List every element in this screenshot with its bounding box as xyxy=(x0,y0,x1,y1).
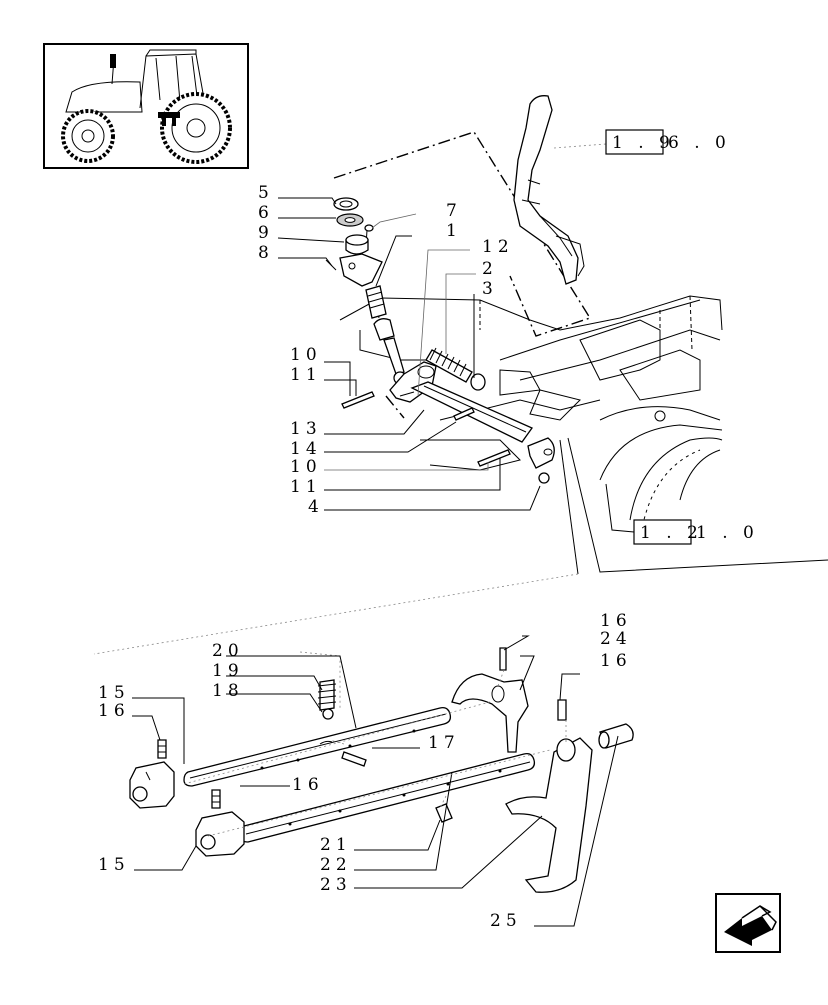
selector-shaft-lower xyxy=(239,752,536,843)
previous-page-arrow-icon[interactable] xyxy=(715,893,781,953)
callout-labels-lower: 16 24 16 20 19 18 15 16 17 16 15 21 22 2… xyxy=(98,611,632,931)
roll-pin-15 xyxy=(157,739,167,759)
selector-arm xyxy=(389,361,437,403)
callout-16-b: 16 xyxy=(600,651,632,671)
callout-18: 18 xyxy=(212,681,244,701)
roll-pin-upper-b xyxy=(453,407,475,421)
roll-pin-upper-c xyxy=(477,449,511,467)
callout-21: 21 xyxy=(320,835,352,855)
callout-16-c: 16 xyxy=(98,701,130,721)
roll-pin-16 xyxy=(211,789,221,809)
callout-3: 3 xyxy=(482,279,498,299)
spring-clip xyxy=(333,197,359,211)
reference-rest-text: 6 . 0 xyxy=(668,133,731,153)
callout-12: 12 xyxy=(482,237,514,257)
gear-lever-shaft xyxy=(365,285,407,385)
detent-ball-21 xyxy=(435,803,453,823)
callout-labels-upper: 5 6 9 8 7 1 12 2 3 10 11 13 14 10 11 4 xyxy=(258,183,514,517)
callout-23: 23 xyxy=(320,875,352,895)
interlock-pin-17 xyxy=(341,751,367,767)
shaft-end-block-lower xyxy=(195,811,245,857)
callout-11-lower: 11 xyxy=(290,477,322,497)
callout-4: 4 xyxy=(308,497,324,517)
callout-5: 5 xyxy=(258,183,274,203)
bushing-sleeve xyxy=(598,723,634,749)
callout-14: 14 xyxy=(290,439,322,459)
shift-fork-25 xyxy=(505,699,593,893)
callout-11-upper: 11 xyxy=(290,365,322,385)
callout-9: 9 xyxy=(258,223,274,243)
callout-2: 2 xyxy=(482,259,498,279)
selector-spring xyxy=(425,347,486,391)
lever-bushing xyxy=(345,234,369,255)
upper-leader-lines xyxy=(93,143,828,655)
callout-10-lower: 10 xyxy=(290,457,322,477)
callout-19: 19 xyxy=(212,661,244,681)
reference-rest-text: 1 . 0 xyxy=(696,523,759,543)
shift-fork-24 xyxy=(451,647,529,753)
lower-leader-lines xyxy=(132,635,619,927)
callout-25: 25 xyxy=(490,911,522,931)
washer xyxy=(336,213,364,227)
callout-10-upper: 10 xyxy=(290,345,322,365)
assembly-boundary-lower xyxy=(385,395,405,419)
selector-shaft-upper xyxy=(183,706,452,787)
callout-24: 24 xyxy=(600,629,632,649)
callout-20: 20 xyxy=(212,641,244,661)
callout-6: 6 xyxy=(258,203,274,223)
callout-16-d: 16 xyxy=(292,775,324,795)
callout-13: 13 xyxy=(290,419,322,439)
callout-22: 22 xyxy=(320,855,352,875)
tractor-thumbnail-icon xyxy=(43,43,249,169)
upper-gear-lever xyxy=(513,95,585,285)
pin-part-7 xyxy=(364,224,374,247)
callout-8: 8 xyxy=(258,243,274,263)
callout-15-a: 15 xyxy=(98,683,130,703)
reference-1-2-1-0[interactable]: 1 . 2 1 . 0 xyxy=(633,519,759,545)
callout-1: 1 xyxy=(446,221,462,241)
reference-boxed-text: 1 . 2 xyxy=(640,523,703,543)
callout-7: 7 xyxy=(446,201,462,221)
callout-16-a: 16 xyxy=(600,611,632,631)
reference-box xyxy=(633,519,692,545)
lever-support-bracket xyxy=(325,253,383,287)
detent-spring xyxy=(317,679,337,720)
shaft-end-block-upper xyxy=(129,761,175,809)
roll-pin-upper-a xyxy=(341,391,375,409)
reference-1-9-6-0[interactable]: 1 . 9 6 . 0 xyxy=(605,129,731,155)
callout-17: 17 xyxy=(428,733,460,753)
ball-joint xyxy=(527,437,555,484)
reference-box xyxy=(605,129,664,155)
callout-15-b: 15 xyxy=(98,855,130,875)
assembly-boundary xyxy=(333,131,592,337)
transmission-housing xyxy=(339,295,723,541)
reference-boxed-text: 1 . 9 xyxy=(612,133,675,153)
